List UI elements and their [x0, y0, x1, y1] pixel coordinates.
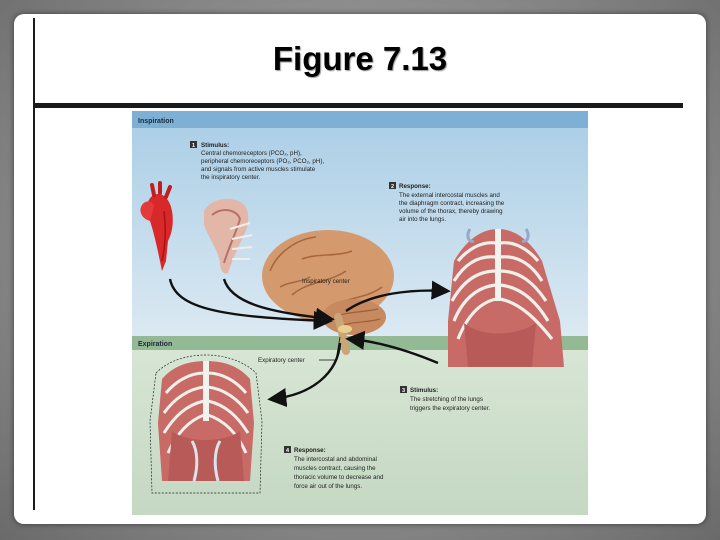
step1-number: 1	[192, 143, 195, 149]
left-rule	[33, 18, 35, 510]
inspiratory-center-label: Inspiratory center	[302, 278, 350, 285]
step4-line: thoracic volume to decrease and	[294, 474, 384, 481]
step3-line: triggers the expiratory center.	[410, 405, 490, 412]
step2-line: air into the lungs.	[399, 216, 446, 223]
step3-badge	[400, 386, 407, 393]
step3-heading: Stimulus:	[410, 387, 438, 394]
step2-line: the diaphragm contract, increasing the	[399, 200, 505, 207]
arrow-muscle-to-brain	[222, 278, 335, 327]
signal-arrows	[168, 278, 451, 408]
step4-line: The intercostal and abdominal	[294, 456, 377, 463]
arrow-ribcage-to-expiratory-center	[345, 330, 439, 365]
step4-line: muscles contract, causing the	[294, 465, 376, 472]
arrow-brain-to-ribcage	[345, 280, 451, 312]
step1-badge	[190, 141, 197, 148]
aortic-arch-illustration	[140, 181, 173, 271]
step2-number: 2	[391, 184, 394, 190]
arm-muscle-illustration	[204, 198, 253, 274]
expiratory-center-label: Expiratory center	[258, 357, 305, 364]
step2-badge	[389, 182, 396, 189]
step1-line: peripheral chemoreceptors (PO₂, PCO₂, pH…	[201, 158, 324, 165]
step1-heading: Stimulus:	[201, 142, 229, 149]
title-underline	[33, 103, 683, 108]
ribcage-expanded-illustration	[448, 228, 564, 367]
step4-line: force air out of the lungs.	[294, 483, 362, 490]
step2-line: The external intercostal muscles and	[399, 192, 500, 199]
step3-number: 3	[402, 388, 405, 394]
step1-line: and signals from active muscles stimulat…	[201, 166, 316, 173]
step4-badge	[284, 446, 291, 453]
step2-line: volume of the thorax, thereby drawing	[399, 208, 503, 215]
step3-line: The stretching of the lungs	[410, 396, 483, 403]
step4-heading: Response:	[294, 447, 326, 454]
inspiration-label: Inspiration	[138, 118, 174, 125]
inspiration-header	[132, 111, 588, 128]
ribcage-compressed-illustration	[149, 354, 263, 494]
step4-number: 4	[286, 448, 290, 454]
step1-line: Central chemoreceptors (PCO₂, pH),	[201, 150, 302, 157]
respiration-figure: Inspiration Expiration 1 Stimulus: Centr…	[132, 111, 588, 515]
respiration-diagram: Inspiration Expiration 1 Stimulus: Centr…	[132, 111, 588, 515]
step2-heading: Response:	[399, 183, 431, 190]
expiration-label: Expiration	[138, 341, 172, 348]
arrow-artery-to-brain	[168, 278, 333, 331]
arrow-center-to-compressed-ribcage	[267, 342, 342, 408]
slide-title: Figure 7.13	[272, 40, 448, 77]
step1-line: the inspiratory center.	[201, 174, 260, 181]
